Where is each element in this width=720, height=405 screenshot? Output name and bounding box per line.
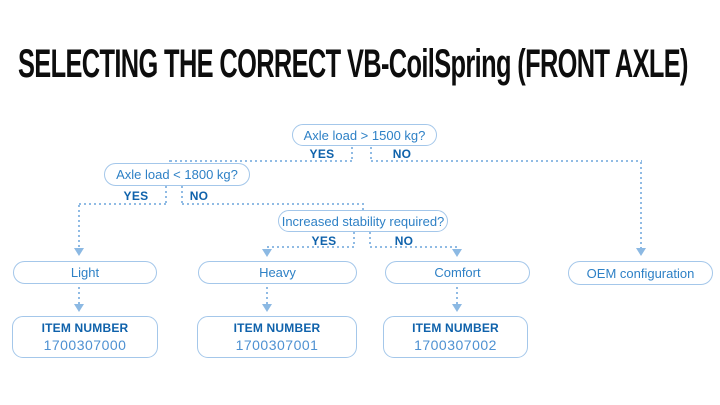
outcome-light-label: Light: [70, 265, 100, 280]
connector-d3-yes-stub: [353, 232, 355, 247]
connector-light-to-item: [78, 287, 80, 304]
arrow-down-icon: [452, 249, 462, 257]
connector-d2-no-stub: [181, 186, 183, 204]
connector-d1-yes-stub: [351, 147, 353, 161]
connector-d3-no-horizontal: [370, 246, 458, 248]
connector-d2-no-drop: [362, 203, 364, 211]
outcome-comfort: Comfort: [385, 261, 530, 284]
connector-d1-yes-drop: [169, 160, 171, 164]
connector-d1-yes-horizontal: [170, 160, 353, 162]
connector-d3-no-stub: [369, 232, 371, 247]
connector-d1-no-horizontal: [371, 160, 642, 162]
connector-d1-no-stub: [370, 147, 372, 161]
connector-d2-no-horizontal: [182, 203, 364, 205]
arrow-down-icon: [74, 304, 84, 312]
connector-d1-no-drop: [640, 162, 642, 248]
decision-axle-load-1500: Axle load > 1500 kg?: [292, 124, 437, 146]
item-number-value: 1700307001: [235, 337, 319, 353]
arrow-down-icon: [452, 304, 462, 312]
item-number-box-heavy: ITEM NUMBER 1700307001: [197, 316, 357, 358]
item-number-label: ITEM NUMBER: [233, 321, 321, 335]
outcome-comfort-label: Comfort: [434, 265, 481, 280]
decision-axle-load-1800-label: Axle load < 1800 kg?: [116, 167, 238, 182]
arrow-down-icon: [262, 249, 272, 257]
decision-axle-load-1800: Axle load < 1800 kg?: [104, 163, 250, 186]
arrow-down-icon: [262, 304, 272, 312]
outcome-light: Light: [13, 261, 157, 284]
yes-label-decision-2: YES: [123, 189, 149, 203]
decision-axle-load-1500-label: Axle load > 1500 kg?: [303, 127, 426, 143]
connector-d2-yes-horizontal: [79, 203, 167, 205]
no-label-decision-3: NO: [394, 234, 414, 248]
outcome-oem-configuration-label: OEM configuration: [586, 265, 695, 281]
no-label-decision-1: NO: [392, 147, 412, 161]
item-number-box-comfort: ITEM NUMBER 1700307002: [383, 316, 528, 358]
yes-label-decision-1: YES: [309, 147, 335, 161]
arrow-down-icon: [74, 248, 84, 256]
connector-d3-yes-horizontal: [267, 246, 355, 248]
outcome-heavy-label: Heavy: [259, 265, 296, 280]
item-number-value: 1700307002: [414, 337, 497, 353]
decision-increased-stability: Increased stability required?: [278, 210, 448, 232]
decision-increased-stability-label: Increased stability required?: [281, 213, 445, 229]
connector-heavy-to-item: [266, 287, 268, 304]
connector-d2-yes-drop: [78, 205, 80, 248]
item-number-box-light: ITEM NUMBER 1700307000: [12, 316, 158, 358]
item-number-label: ITEM NUMBER: [41, 321, 129, 335]
connector-d2-yes-stub: [165, 186, 167, 204]
page-title: SELECTING THE CORRECT VB-CoilSpring (FRO…: [18, 42, 689, 86]
yes-label-decision-3: YES: [311, 234, 337, 248]
outcome-oem-configuration: OEM configuration: [568, 261, 713, 285]
item-number-value: 1700307000: [43, 337, 127, 353]
no-label-decision-2: NO: [189, 189, 209, 203]
arrow-down-icon: [636, 248, 646, 256]
item-number-label: ITEM NUMBER: [412, 321, 499, 335]
connector-comfort-to-item: [456, 287, 458, 304]
outcome-heavy: Heavy: [198, 261, 357, 284]
